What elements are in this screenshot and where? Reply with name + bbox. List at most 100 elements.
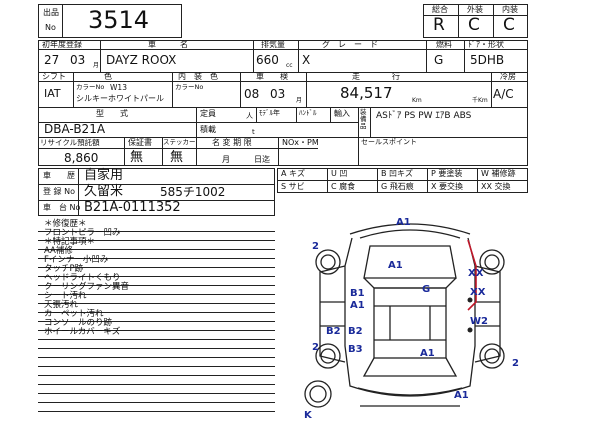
reg-no-label: 登 録 No	[43, 187, 75, 196]
damage-mark: B2	[326, 326, 341, 337]
lot-label-bottom: No	[45, 23, 56, 32]
color-no: W13	[110, 83, 127, 92]
note-line: 天張汚れ	[44, 300, 79, 310]
grade-exterior-label: 外装	[467, 5, 483, 14]
damage-mark: W2	[470, 316, 488, 327]
inspection-year: 08	[244, 87, 260, 101]
damage-mark: A1	[420, 348, 435, 359]
interior-label: 内 装 色	[178, 72, 218, 81]
warranty-label: 保証書	[128, 138, 152, 147]
chassis-label: 車 台 No	[43, 203, 81, 212]
legend-p: P 要塗装	[431, 169, 463, 178]
legend-xx: XX 交換	[481, 182, 511, 191]
km-unit: Km	[412, 97, 422, 104]
grade-overall: R	[433, 15, 445, 35]
lot-box	[38, 4, 182, 38]
sales-point-label: セールスポイント	[361, 138, 417, 146]
lot-number: 3514	[88, 6, 150, 34]
grade-interior: C	[503, 15, 515, 35]
main-info-table	[38, 40, 528, 166]
history-label: 車 歴	[43, 171, 75, 180]
legend-s: S サビ	[281, 182, 305, 191]
first-reg-label: 初年度登録	[42, 40, 82, 49]
sticker: 無	[170, 150, 184, 165]
recycle-label: リサイクル預託額	[40, 138, 100, 147]
damage-mark: A1	[388, 260, 403, 271]
damage-mark: A1	[396, 217, 411, 228]
note-line: カーペット汚れ	[44, 309, 104, 319]
fuel-label: 燃料	[436, 40, 452, 49]
equipment: ASﾄﾞｱ PS PW ｴｱB ABS	[376, 111, 472, 121]
car-name-label: 車 名	[148, 40, 188, 49]
recycle: 8,860	[64, 151, 99, 165]
inspection-month-unit: 月	[296, 97, 303, 104]
damage-mark: B1	[350, 288, 365, 299]
first-reg-month-unit: 月	[93, 62, 100, 69]
equipment-label: 装備品	[360, 108, 367, 131]
model: DBA-B21A	[44, 122, 106, 136]
reg-no: 585チ1002	[160, 185, 226, 199]
capacity-unit: 人	[246, 112, 253, 120]
legend-c: C 腐食	[331, 182, 356, 191]
name-change-label: 名 変 期 限	[212, 138, 252, 147]
note-line: ヘッドライトくもり	[44, 273, 121, 283]
note-line: ホイールカバーキズ	[44, 327, 121, 337]
car-name: DAYZ ROOX	[106, 53, 177, 67]
damage-mark: XX	[470, 287, 486, 298]
grade-overall-label: 総合	[432, 5, 448, 14]
legend-a: A キズ	[281, 169, 306, 178]
legend-x: X 要交換	[431, 182, 464, 191]
mileage-label: 走 行	[352, 72, 400, 81]
name-change-month-unit: 月	[222, 155, 230, 164]
damage-mark: B2	[348, 326, 363, 337]
history-box	[38, 168, 275, 216]
sticker-label: ステッカー	[163, 138, 196, 146]
load-unit: t	[252, 128, 255, 136]
legend-g: G 飛石痕	[381, 182, 414, 191]
note-line: フロントピラー凹み	[44, 228, 121, 238]
note-line: シート汚れ	[44, 291, 87, 301]
inspection-month: 03	[270, 87, 286, 101]
damage-mark: 2	[312, 241, 319, 252]
capacity-label: 定員	[200, 109, 216, 118]
damage-mark: K	[304, 410, 313, 421]
grade-exterior: C	[468, 15, 480, 35]
lot-label-top: 出品	[43, 8, 59, 17]
import-label: 輸入	[334, 109, 350, 118]
note-line: クーリングファン異音	[44, 282, 130, 292]
grade-box	[423, 4, 528, 38]
note-line: ＊特記事項＊	[44, 237, 96, 247]
damage-mark: 2	[512, 358, 519, 369]
first-reg-month: 03	[70, 53, 86, 67]
legend-w: W 補修跡	[481, 169, 516, 178]
model-year-label: ﾓﾃﾞﾙ年	[259, 109, 280, 117]
displacement: 660	[256, 53, 279, 67]
grade-interior-label: 内装	[502, 5, 518, 14]
first-reg-year: 27	[44, 53, 60, 67]
interior-color-no-label: カラーNo	[175, 83, 204, 91]
name-change-day-unit: 日迄	[254, 155, 270, 164]
damage-mark: A1	[454, 390, 469, 401]
legend-b: B 凹キズ	[381, 169, 414, 178]
damage-mark: G	[422, 284, 430, 295]
mileage: 84,517	[340, 84, 393, 102]
damage-mark: 2	[312, 342, 319, 353]
handle-label: ﾊﾝﾄﾞﾙ	[299, 109, 317, 117]
color-label: 色	[104, 72, 112, 81]
reg-area: 久留米	[84, 184, 124, 199]
history: 自家用	[84, 168, 124, 183]
door-label: ﾄﾞｱ・形状	[468, 40, 504, 49]
grade: X	[302, 53, 311, 67]
chassis: B21A-0111352	[84, 200, 181, 215]
ac-label: 冷房	[500, 72, 516, 81]
cc-unit: cc	[286, 62, 293, 69]
note-line: コンソールのり跡	[44, 318, 113, 328]
color-no-label: カラーNo	[76, 83, 105, 91]
damage-mark: XX	[468, 268, 484, 279]
note-line: ＊修復歴＊	[44, 219, 87, 229]
inspection-label: 車 検	[256, 72, 288, 81]
displacement-label: 排気量	[261, 40, 285, 49]
shift-label: シフト	[42, 72, 66, 81]
shift: IAT	[44, 87, 61, 100]
